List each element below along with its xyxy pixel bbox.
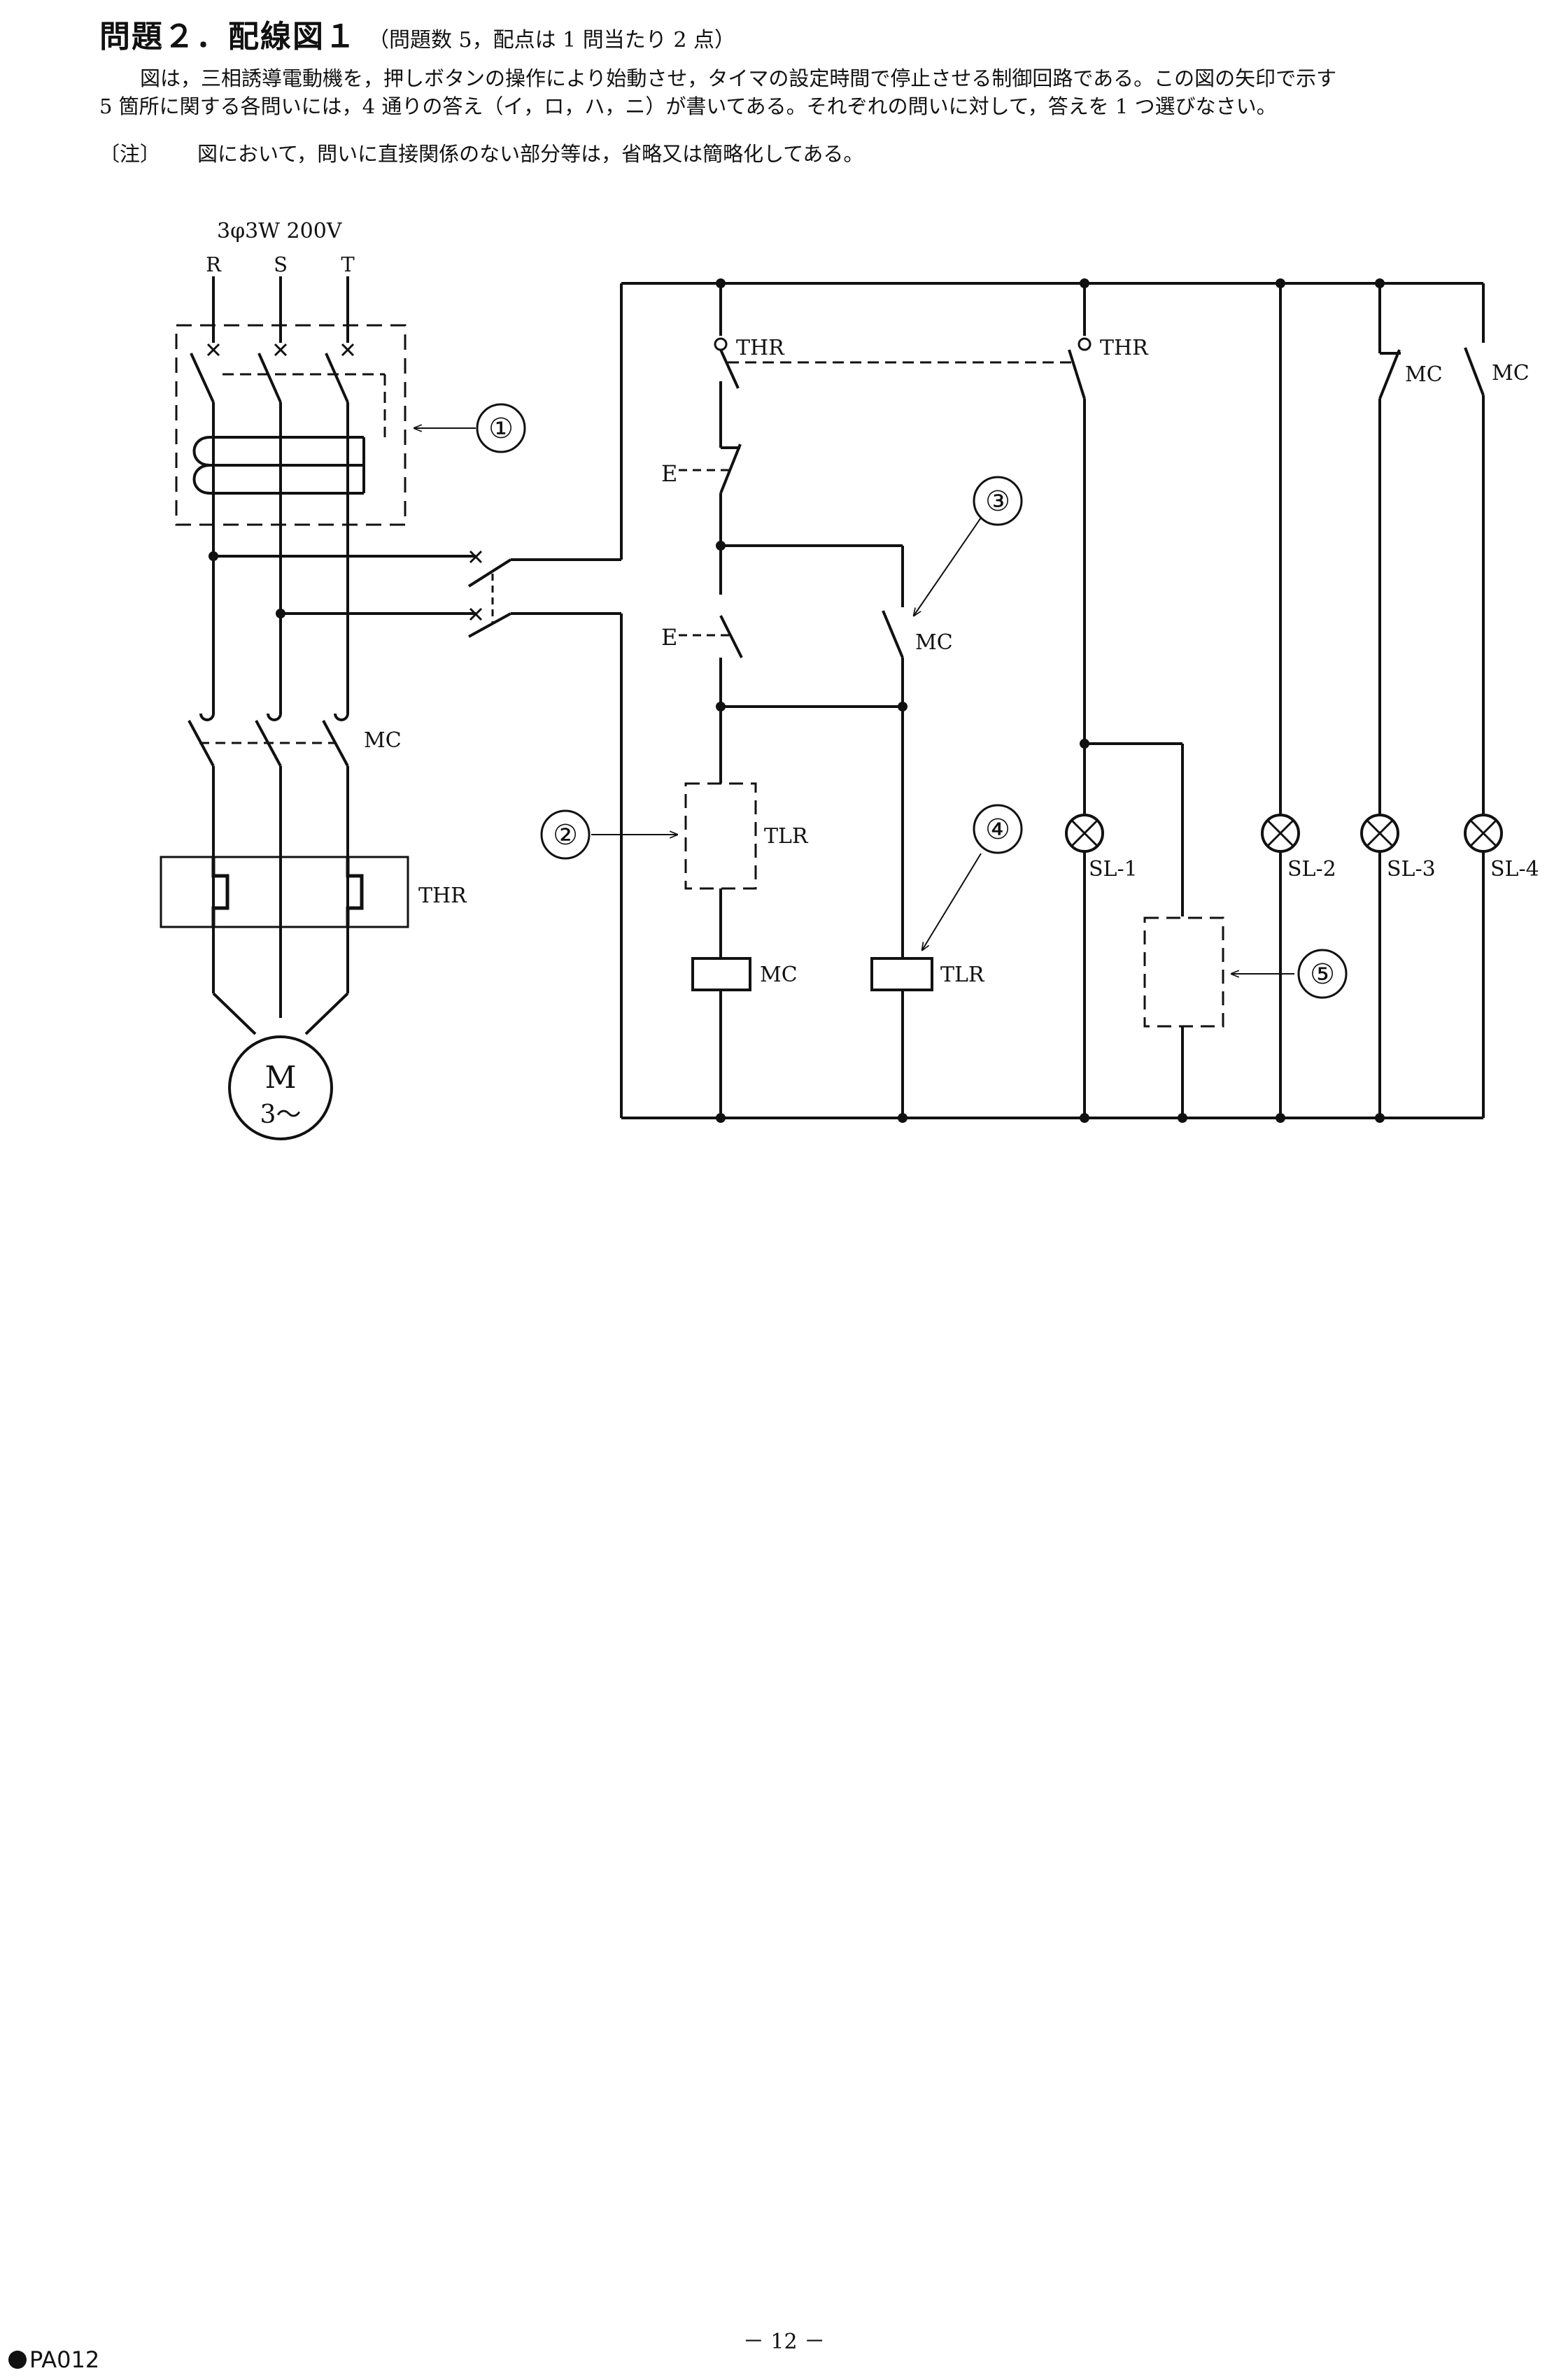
motor-3phase: 3〜 [260,1100,302,1129]
bullet-icon [8,2351,27,2369]
label-thr-c: THR [1100,336,1149,360]
exam-code: PA012 [8,2346,99,2373]
label-mc-a: MC [1492,361,1530,385]
label-thr-main: THR [418,884,467,908]
label-e-start: E [661,624,677,651]
marker-3: ③ [985,486,1010,518]
phase-r: R [206,253,222,276]
control-circuit [620,282,1503,1119]
label-mc-main: MC [364,728,402,753]
power-circuit [160,276,621,1140]
marker-4: ④ [985,814,1010,846]
intro-line-1: 図は，三相誘導電動機を，押しボタンの操作により始動させ，タイマの設定時間で停止さ… [140,66,1337,90]
page-number: － 12 － [742,2330,826,2354]
intro-paragraph: 図は，三相誘導電動機を，押しボタンの操作により始動させ，タイマの設定時間で停止さ… [99,64,1336,120]
marker-circles [476,403,1348,999]
note-text: 図において，問いに直接関係のない部分等は，省略又は簡略化してある。 [197,142,864,166]
label-tlr-contact: TLR [764,824,809,849]
phase-s: S [274,253,288,276]
label-thr-b: THR [736,336,785,360]
lamp-sl4 [1464,814,1503,853]
note: 〔注〕 図において，問いに直接関係のない部分等は，省略又は簡略化してある。 [99,140,863,168]
label-mc-hold: MC [915,630,953,655]
label-sl4: SL-4 [1490,857,1539,881]
label-mc-coil: MC [760,963,798,987]
lamp-sl1 [1065,814,1104,853]
phase-t: T [341,253,355,276]
label-sl1: SL-1 [1089,857,1138,881]
marker-arrows [414,428,1294,974]
motor-m: M [264,1060,296,1096]
marker-5: ⑤ [1310,958,1335,991]
exam-code-text: PA012 [29,2346,100,2373]
marker-2: ② [553,819,578,851]
problem-heading: 問題２．配線図１ （問題数 5，配点は 1 問当たり 2 点） [99,11,735,56]
junction-dots [209,278,1385,1123]
label-tlr-coil: TLR [940,963,985,987]
label-e-stop: E [661,460,677,487]
problem-subtitle: （問題数 5，配点は 1 問当たり 2 点） [368,28,735,52]
marker-1: ① [488,413,514,445]
problem-title: 問題２．配線図１ [99,19,357,55]
label-sl3: SL-3 [1387,857,1436,881]
intro-line-2: 5 箇所に関する各問いには，4 通りの答え（イ，ロ，ハ，ニ）が書いてある。それぞ… [99,94,1277,118]
lamp-sl3 [1360,814,1399,853]
note-label: 〔注〕 [99,142,161,166]
lamp-sl2 [1261,814,1300,853]
label-mc-b: MC [1405,362,1443,387]
label-sl2: SL-2 [1287,857,1336,881]
supply-label: 3φ3W 200V [217,219,343,243]
